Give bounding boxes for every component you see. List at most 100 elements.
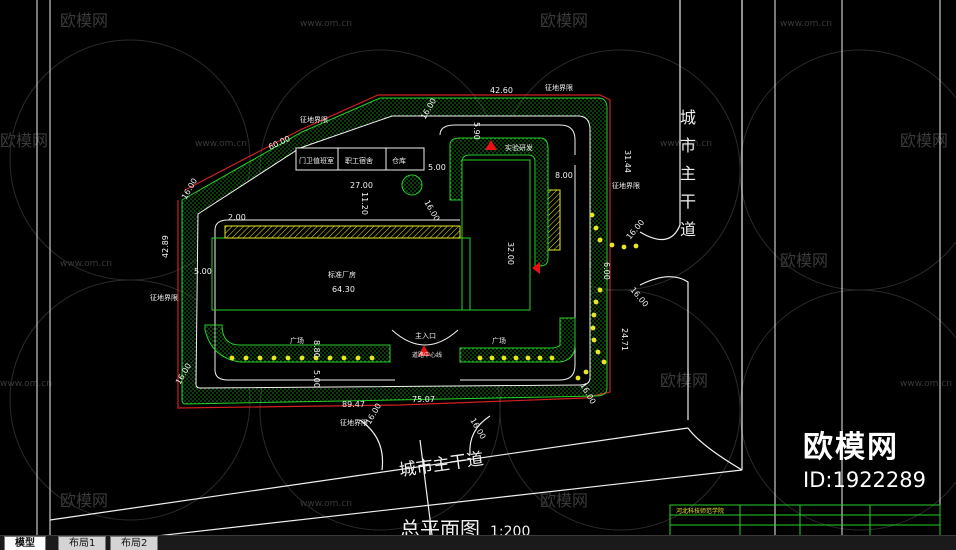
watermark-id: ID:1922289 (803, 468, 926, 492)
watermark-brand: 欧模网 (803, 430, 900, 465)
dim-42-60: 42.60 (490, 86, 513, 95)
watermark-stamp: 欧模网 ID:1922289 (803, 422, 926, 492)
dim-24-71: 24.71 (620, 328, 629, 351)
label-road-centerline: 道路中心线 (412, 351, 442, 359)
tree-mark (549, 355, 555, 361)
tree-mark (477, 355, 483, 361)
dim-42-89: 42.89 (161, 235, 170, 258)
tab-layout-2[interactable]: 布局2 (110, 536, 159, 550)
label-boundary-4: 征地界限 (612, 181, 640, 190)
dim-5-00: 5.00 (428, 163, 446, 172)
tree-mark (593, 299, 599, 305)
watermark-tile: www.om.cn (300, 499, 352, 509)
trees (229, 212, 639, 381)
dim-32-00: 32.00 (506, 242, 515, 265)
road-name-right-3: 主 (680, 164, 696, 183)
road-name-right-2: 市 (680, 136, 696, 155)
dim-6-00: 6.00 (602, 262, 611, 280)
road-name-right-1: 城 (680, 108, 696, 127)
tree-mark (595, 349, 601, 355)
tree-mark (501, 355, 507, 361)
entrance-markers (418, 140, 540, 356)
label-dormitory: 职工宿舍 (345, 156, 373, 165)
watermark-tile: www.om.cn (780, 19, 832, 29)
tree-mark (591, 337, 597, 343)
dim-5-00-b: 5.00 (194, 267, 212, 276)
watermark-tile: www.om.cn (195, 139, 247, 149)
dim-75-07: 75.07 (412, 395, 435, 404)
road-name-right-5: 道 (680, 220, 696, 239)
dim-5-00-c: 5.00 (312, 370, 321, 388)
title-block-org: 河北科技师范学院 (676, 507, 724, 515)
site-outline (181, 97, 608, 405)
tree-mark (621, 244, 627, 250)
city-road (49, 0, 743, 549)
tree-mark (601, 359, 607, 365)
watermark-tile: 欧模网 (900, 131, 948, 150)
watermark-tile: www.om.cn (0, 379, 52, 389)
tree-mark (285, 355, 291, 361)
dim-5-90: 5.90 (472, 122, 481, 140)
dim-8-80: 8.80 (312, 340, 321, 358)
tree-mark (355, 355, 361, 361)
service-buildings (295, 147, 425, 171)
dim-31-44: 31.44 (623, 150, 632, 173)
label-guard-room: 门卫值班室 (299, 156, 334, 165)
watermark-tile: 欧模网 (660, 371, 708, 390)
tree-mark (341, 355, 347, 361)
dim-64-30: 64.30 (332, 285, 355, 294)
warehouse-block (385, 147, 425, 171)
planting-beds (204, 137, 576, 363)
tree-mark (633, 243, 639, 249)
tree-mark (513, 355, 519, 361)
road-name-bottom: 城市主干道 (398, 449, 485, 481)
watermark-tile: 欧模网 (60, 11, 108, 30)
tab-layout-1[interactable]: 布局1 (58, 536, 107, 550)
dim-89-47: 89.47 (342, 400, 365, 409)
tree-mark (583, 369, 589, 375)
tree-mark (609, 242, 615, 248)
watermark-tile: 欧模网 (540, 11, 588, 30)
tree-mark (537, 355, 543, 361)
tree-mark (299, 355, 305, 361)
watermark-tile: www.om.cn (60, 259, 112, 269)
label-boundary-3: 征地界限 (545, 83, 573, 92)
tree-mark (597, 237, 603, 243)
tree-mark (525, 355, 531, 361)
tree-mark (369, 355, 375, 361)
label-boundary-1: 征地界限 (300, 115, 328, 124)
tree-mark (243, 355, 249, 361)
label-east-building: 实验研发 (505, 143, 533, 152)
label-boundary-2: 征地界限 (150, 293, 178, 302)
tree-mark (229, 355, 235, 361)
road-name-right-4: 干 (680, 192, 696, 211)
watermark-tile: www.om.cn (300, 19, 352, 29)
tree-mark (575, 375, 581, 381)
watermark-tile: 欧模网 (60, 491, 108, 510)
watermark-tile: 欧模网 (540, 491, 588, 510)
tree-mark (271, 355, 277, 361)
watermark-tile: www.om.cn (660, 139, 712, 149)
tree-mark (257, 355, 263, 361)
main-factory (211, 159, 561, 311)
tree-mark (313, 355, 319, 361)
layout-tab-bar: 模型 布局1 布局2 (0, 535, 956, 550)
dim-27-00: 27.00 (350, 181, 373, 190)
label-plaza-right: 广场 (492, 336, 506, 345)
tree-mark (489, 355, 495, 361)
dim-16-00-d: 16.00 (625, 218, 647, 241)
dim-2-00: 2.00 (228, 213, 246, 222)
dim-8-00: 8.00 (555, 171, 573, 180)
label-plaza-left: 广场 (290, 336, 304, 345)
tree-mark (327, 355, 333, 361)
watermark-tile: www.om.cn (900, 379, 952, 389)
dim-11-20: 11.20 (360, 192, 369, 215)
dim-16-00-e: 16.00 (628, 286, 650, 309)
internal-road (214, 124, 576, 381)
watermark-tile: 欧模网 (0, 131, 48, 150)
watermark-tile: 欧模网 (780, 251, 828, 270)
tab-model[interactable]: 模型 (4, 536, 46, 550)
tree-mark (590, 325, 596, 331)
tree-mark (593, 225, 599, 231)
